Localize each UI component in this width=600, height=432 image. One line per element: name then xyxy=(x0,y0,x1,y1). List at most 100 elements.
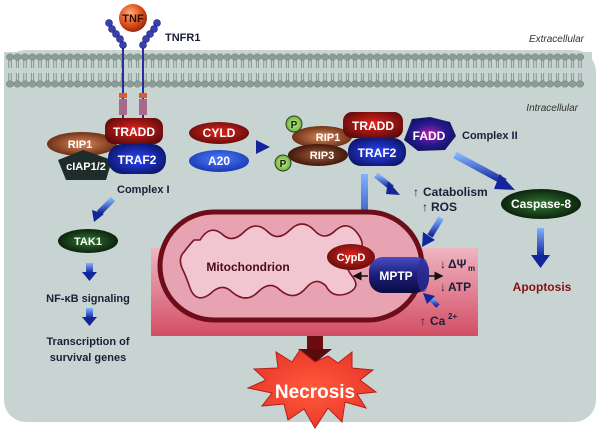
psi-down-arrow-icon: ↓ xyxy=(440,257,446,271)
lipid-tail xyxy=(165,73,170,81)
lipid-tail xyxy=(83,60,87,68)
lipid-head xyxy=(335,53,345,61)
lipid-head xyxy=(193,53,202,61)
lipid-head xyxy=(58,53,67,61)
lipid-tail xyxy=(218,73,222,81)
lipid-tail xyxy=(533,73,537,81)
lipid-head xyxy=(343,80,352,88)
lipid-tail xyxy=(233,60,237,68)
lipid-tail xyxy=(435,73,440,81)
traf2-ii-label: TRAF2 xyxy=(358,146,397,160)
lipid-head xyxy=(568,80,577,88)
mptp-label: MPTP xyxy=(379,269,412,283)
lipid-head xyxy=(58,80,67,88)
lipid-tail xyxy=(570,60,575,68)
lipid-tail xyxy=(315,60,320,68)
lipid-tail xyxy=(270,73,275,81)
lipid-tail xyxy=(75,60,80,68)
lipid-tail xyxy=(390,73,395,81)
lipid-head xyxy=(155,80,165,88)
lipid-head xyxy=(13,53,22,61)
fadd-node xyxy=(404,117,456,151)
lipid-tail xyxy=(255,60,260,68)
apoptosis-label: Apoptosis xyxy=(513,280,572,294)
lipid-tail xyxy=(75,73,80,81)
lipid-tail xyxy=(338,73,342,81)
lipid-tail xyxy=(158,60,162,68)
lipid-tail xyxy=(323,73,327,81)
lipid-tail xyxy=(180,60,185,68)
lipid-head xyxy=(395,53,405,61)
lipid-tail xyxy=(30,73,35,81)
lipid-head xyxy=(500,53,510,61)
intracellular-label: Intracellular xyxy=(526,103,578,114)
lipid-head xyxy=(50,53,60,61)
lipid-head xyxy=(328,53,337,61)
lipid-head xyxy=(508,53,517,61)
lipid-tail xyxy=(90,60,95,68)
lipid-tail xyxy=(405,60,410,68)
lipid-tail xyxy=(150,60,155,68)
lipid-head xyxy=(253,80,262,88)
tradd-node xyxy=(105,118,163,144)
lipid-tail xyxy=(518,73,522,81)
lipid-tail xyxy=(188,60,192,68)
lipid-head xyxy=(305,53,315,61)
lipid-head xyxy=(133,80,142,88)
fadd-label: FADD xyxy=(413,129,446,143)
mitochondrion-label: Mitochondrion xyxy=(206,260,289,274)
lipid-tail xyxy=(68,60,72,68)
lipid-head xyxy=(478,53,487,61)
lipid-head xyxy=(148,53,157,61)
lipid-tail xyxy=(413,73,417,81)
traf2-node-ii xyxy=(348,138,406,166)
lipid-tail xyxy=(210,73,215,81)
lipid-tail xyxy=(465,60,470,68)
lipid-tail xyxy=(563,73,567,81)
ros-label: ROS xyxy=(431,200,457,214)
lipid-tail xyxy=(45,60,50,68)
lipid-head xyxy=(538,80,547,88)
lipid-tail xyxy=(98,73,102,81)
transcription-label-2: survival genes xyxy=(50,352,126,364)
cell-membrane xyxy=(4,52,592,90)
lipid-head xyxy=(80,80,90,88)
membrane-potential-label: ΔΨ xyxy=(448,257,467,271)
lipid-head xyxy=(530,53,540,61)
lipid-tail xyxy=(450,60,455,68)
lipid-head xyxy=(88,80,97,88)
lipid-head xyxy=(365,53,375,61)
lipid-tail xyxy=(540,73,545,81)
lipid-tail xyxy=(578,73,582,81)
lipid-tail xyxy=(45,73,50,81)
lipid-head xyxy=(560,80,570,88)
lipid-tail xyxy=(390,60,395,68)
complex-ii-label: Complex II xyxy=(462,130,518,142)
lipid-tail xyxy=(308,73,312,81)
lipid-head xyxy=(433,80,442,88)
cyld-label: CYLD xyxy=(203,126,236,140)
lipid-head xyxy=(238,80,247,88)
lipid-tail xyxy=(30,60,35,68)
caspase8-label: Caspase-8 xyxy=(511,197,571,211)
lipid-head xyxy=(553,80,562,88)
lipid-tail xyxy=(300,73,305,81)
lipid-tail xyxy=(503,60,507,68)
lipid-tail xyxy=(360,60,365,68)
lipid-head xyxy=(545,53,555,61)
lipid-tail xyxy=(173,73,177,81)
lipid-head xyxy=(530,80,540,88)
necrosis-arrow xyxy=(307,336,323,350)
lipid-head xyxy=(73,53,82,61)
lipid-head xyxy=(283,53,292,61)
rip1-ii-label: RIP1 xyxy=(316,132,340,144)
lipid-head xyxy=(223,53,232,61)
lipid-head xyxy=(253,53,262,61)
lipid-head xyxy=(320,53,330,61)
nfkb-label: NF-κB signaling xyxy=(46,293,130,305)
lipid-head xyxy=(170,53,180,61)
lipid-tail xyxy=(150,73,155,81)
complex-ii: RIP1 RIP3 P P TRADD TRAF2 FADD Complex I… xyxy=(274,112,518,172)
lipid-tail xyxy=(563,60,567,68)
